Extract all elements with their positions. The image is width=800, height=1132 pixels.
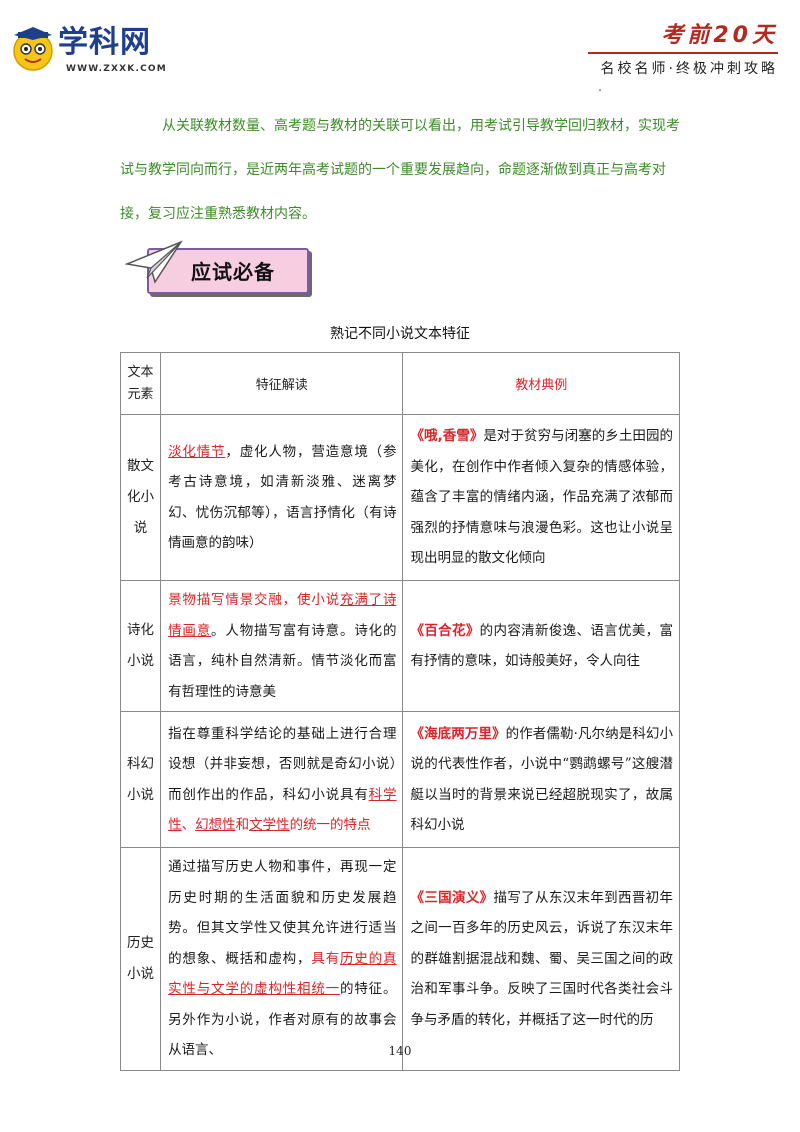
row-example: 《哦,香雪》是对于贫穷与闭塞的乡土田园的美化，在创作中作者倾入复杂的情感体验，蕴… [402,414,680,581]
row-feature: 通过描写历史人物和事件，再现一定历史时期的生活面貌和历史发展趋势。但其文学性又使… [160,847,404,1071]
table-row: 诗化小说 景物描写情景交融，使小说充满了诗情画意。人物描写富有诗意。诗化的语言，… [119,580,680,712]
row-example: 《百合花》的内容清新俊逸、语言优美，富有抒情的意味，如诗般美好，令人向往 [402,580,680,712]
row-example: 《海底两万里》的作者儒勒·凡尔纳是科幻小说的代表性作者，小说中“鹦鹉螺号”这艘潜… [402,711,680,848]
header-divider [588,52,778,54]
feature-highlight: 文学性 [249,817,290,833]
feature-text: ，虚化人物，营造意境（参考古诗意境，如清新淡雅、迷离梦幻、忧伤沉郁等），语言抒情… [168,443,397,552]
header-feature: 特征解读 [160,352,404,415]
table-row: 历史小说 通过描写历史人物和事件，再现一定历史时期的生活面貌和历史发展趋势。但其… [119,847,680,1071]
section-title: 应试必备 [191,260,275,284]
row-element: 科幻小说 [119,711,162,848]
header-element: 文本元素 [119,352,162,415]
section-banner: 应试必备 [125,238,315,294]
row-feature: 淡化情节，虚化人物，营造意境（参考古诗意境，如清新淡雅、迷离梦幻、忧伤沉郁等），… [160,414,404,581]
feature-highlight: 幻想性 [195,817,236,833]
feature-text-red: 的统一的特点 [289,817,371,833]
table-row: 散文化小说 淡化情节，虚化人物，营造意境（参考古诗意境，如清新淡雅、迷离梦幻、忧… [119,414,680,581]
row-example: 《三国演义》描写了从东汉末年到西晋初年之间一百多年的历史风云，诉说了东汉末年的群… [402,847,680,1071]
table-caption: 熟记不同小说文本特征 [330,326,470,342]
example-text: 的内容清新俊逸、语言优美，富有抒情的意味，如诗般美好，令人向往 [410,622,674,670]
feature-red: 具有 [311,950,340,967]
feature-highlight: 淡化情节 [168,443,226,460]
banner-box [147,248,309,294]
feature-intro: 景物描写情景交融，使小说 [168,592,340,608]
feature-highlight: 充满了诗情画意 [168,592,397,639]
table-header-row: 文本元素 特征解读 教材典例 [119,352,680,415]
example-title: 《海底两万里》 [410,725,506,742]
example-title: 《三国演义》 [410,889,494,906]
example-text: 是对于贫穷与闭塞的乡土田园的美化，在创作中作者倾入复杂的情感体验，蕴含了丰富的情… [410,428,673,567]
novel-features-table: 文本元素 特征解读 教材典例 散文化小说 淡化情节，虚化人物，营造意境（参考古诗… [119,352,680,1071]
header-example: 教材典例 [402,352,680,415]
row-element: 历史小说 [119,847,162,1071]
example-title: 《百合花》 [410,622,480,639]
intro-paragraph: 从关联教材数量、高考题与教材的关联可以看出，用考试引导教学回归教材，实现考试与教… [120,118,680,222]
table-row: 科幻小说 指在尊重科学结论的基础上进行合理设想（并非妄想，否则就是奇幻小说）而创… [119,711,680,848]
header-dot: . [598,80,602,94]
feature-text: 指在尊重科学结论的基础上进行合理设想（并非妄想，否则就是奇幻小说）而创作出的作品… [168,725,397,803]
feature-highlight: 历史的真实性与文学的虚构性相统一 [168,950,397,998]
row-element: 诗化小说 [119,580,162,712]
feature-text: 。人物描写富有诗意。诗化的语言，纯朴自然清新。情节淡化而富有哲理性的诗意美 [168,622,397,700]
example-text: 的作者儒勒·凡尔纳是科幻小说的代表性作者，小说中“鹦鹉螺号”这艘潜艇以当时的背景… [410,725,674,834]
example-text: 描写了从东汉末年到西晋初年之间一百多年的历史风云，诉说了东汉末年的群雄割据混战和… [410,889,674,1028]
row-feature: 景物描写情景交融，使小说充满了诗情画意。人物描写富有诗意。诗化的语言，纯朴自然清… [160,580,404,712]
header-title: 考前20天 [661,23,778,48]
row-element: 散文化小说 [119,414,162,581]
row-feature: 指在尊重科学结论的基础上进行合理设想（并非妄想，否则就是奇幻小说）而创作出的作品… [160,711,404,848]
example-title: 《哦,香雪》 [410,428,484,445]
site-logo: 学科网 WWW.ZXXK.COM [10,24,170,80]
feature-separator: 、 [181,817,196,833]
feature-separator: 和 [235,817,250,833]
paper-plane-icon [125,240,183,284]
feature-text-end: 的特征。另外作为小说，作者对原有的故事会从语言、 [168,981,397,1058]
header-subtitle: 名校名师·终极冲刺攻略 [600,61,778,77]
smiley-mascot-icon [13,27,53,71]
logo-url: WWW.ZXXK.COM [66,64,167,74]
page-number: 140 [388,1044,412,1058]
header-right: 考前20天 名校名师·终极冲刺攻略 [588,22,778,78]
logo-text: 学科网 [58,25,151,60]
feature-highlight: 科学性 [168,786,397,834]
feature-text: 通过描写历史人物和事件，再现一定历史时期的生活面貌和历史发展趋势。但其文学性又使… [168,859,397,967]
